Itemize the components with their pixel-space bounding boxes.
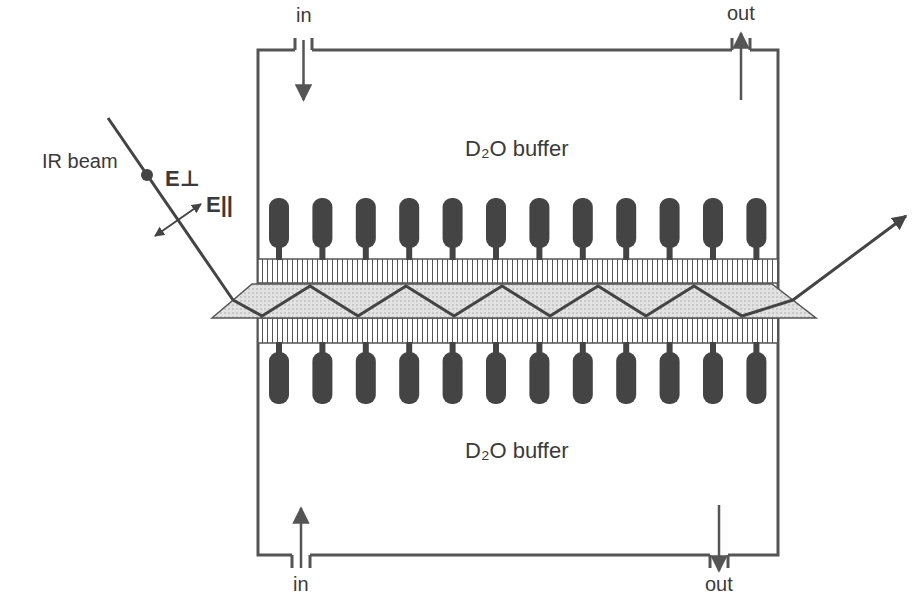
port-label: in	[296, 4, 312, 27]
lipid-molecule	[703, 352, 723, 404]
lipid-molecule	[319, 246, 325, 260]
lipid-molecule	[450, 246, 456, 260]
lipid-molecule	[746, 352, 766, 404]
port-label: in	[293, 573, 309, 596]
lipid-molecule	[486, 198, 506, 248]
lipid-molecule	[536, 246, 542, 260]
lipid-molecule	[616, 198, 636, 248]
lipid-molecule	[623, 246, 629, 260]
lipid-molecule	[703, 198, 723, 248]
lipid-molecule	[312, 198, 332, 248]
lipid-molecule	[746, 198, 766, 248]
lipid-molecule	[399, 198, 419, 248]
lipid-molecule	[269, 198, 289, 248]
lipid-molecule	[356, 198, 376, 248]
field-component-label: E⊥	[165, 166, 200, 191]
ir-beam	[793, 216, 906, 300]
lipid-band	[258, 259, 778, 283]
lipid-molecule	[529, 352, 549, 404]
lipid-molecule	[573, 352, 593, 404]
beam-label: IR beam	[42, 150, 118, 173]
medium-label: D₂O buffer	[465, 136, 569, 161]
polarization-arrow	[155, 204, 201, 236]
lipid-molecule	[399, 352, 419, 404]
lipid-molecule	[493, 246, 499, 260]
lipid-molecule	[573, 198, 593, 248]
lipid-molecule	[443, 198, 463, 248]
lipid-molecule	[406, 246, 412, 260]
lipid-molecule	[363, 246, 369, 260]
medium-label: D₂O buffer	[465, 438, 569, 463]
lipid-molecule	[529, 198, 549, 248]
atr-crystal	[212, 284, 816, 318]
lipid-molecule	[269, 352, 289, 404]
lipid-molecule	[580, 246, 586, 260]
lipid-molecule	[710, 246, 716, 260]
ir-beam	[108, 118, 233, 300]
lipid-molecule	[667, 246, 673, 260]
field-component-label: E||	[206, 192, 233, 217]
port-label: out	[705, 573, 733, 596]
lipid-molecule	[443, 352, 463, 404]
lipid-molecule	[616, 352, 636, 404]
polarization-dot	[141, 169, 153, 181]
lipid-band	[258, 318, 778, 343]
port-label: out	[727, 2, 755, 25]
lipid-molecule	[660, 352, 680, 404]
lipid-molecule	[276, 246, 282, 260]
lipid-molecule	[486, 352, 506, 404]
ir-beam	[233, 286, 793, 316]
lipid-molecule	[356, 352, 376, 404]
lipid-molecule	[312, 352, 332, 404]
lipid-molecule	[753, 246, 759, 260]
lipid-molecule	[660, 198, 680, 248]
